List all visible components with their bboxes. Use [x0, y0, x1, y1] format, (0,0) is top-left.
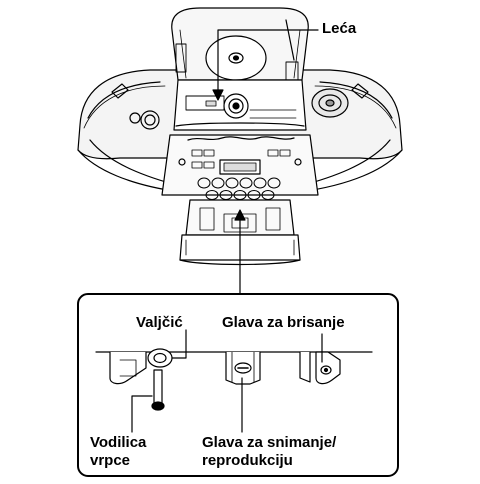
- leader-pinch-roller: [171, 329, 187, 359]
- control-panel: [161, 134, 319, 200]
- lens-leader: [212, 29, 319, 101]
- label-erase-head: Glava za brisanje: [222, 314, 345, 331]
- cd-compartment: [173, 79, 307, 131]
- label-record-head-line1: Glava za snimanje/: [202, 434, 337, 451]
- label-record-head-line2: reprodukciju: [202, 452, 293, 469]
- lens-marker: [205, 100, 217, 107]
- label-pinch-roller: Valjčić: [136, 314, 183, 331]
- leader-capstan: [131, 395, 153, 433]
- pinch-roller-assembly: [109, 348, 173, 411]
- cd-lid-open: [171, 7, 309, 85]
- label-capstan-line1: Vodilica: [90, 434, 147, 451]
- erase-head: [299, 351, 341, 385]
- cassette-arrow: [234, 209, 246, 295]
- record-playback-head: [225, 351, 261, 385]
- label-capstan-line2: vrpce: [90, 452, 131, 469]
- label-lens: Leća: [322, 20, 357, 37]
